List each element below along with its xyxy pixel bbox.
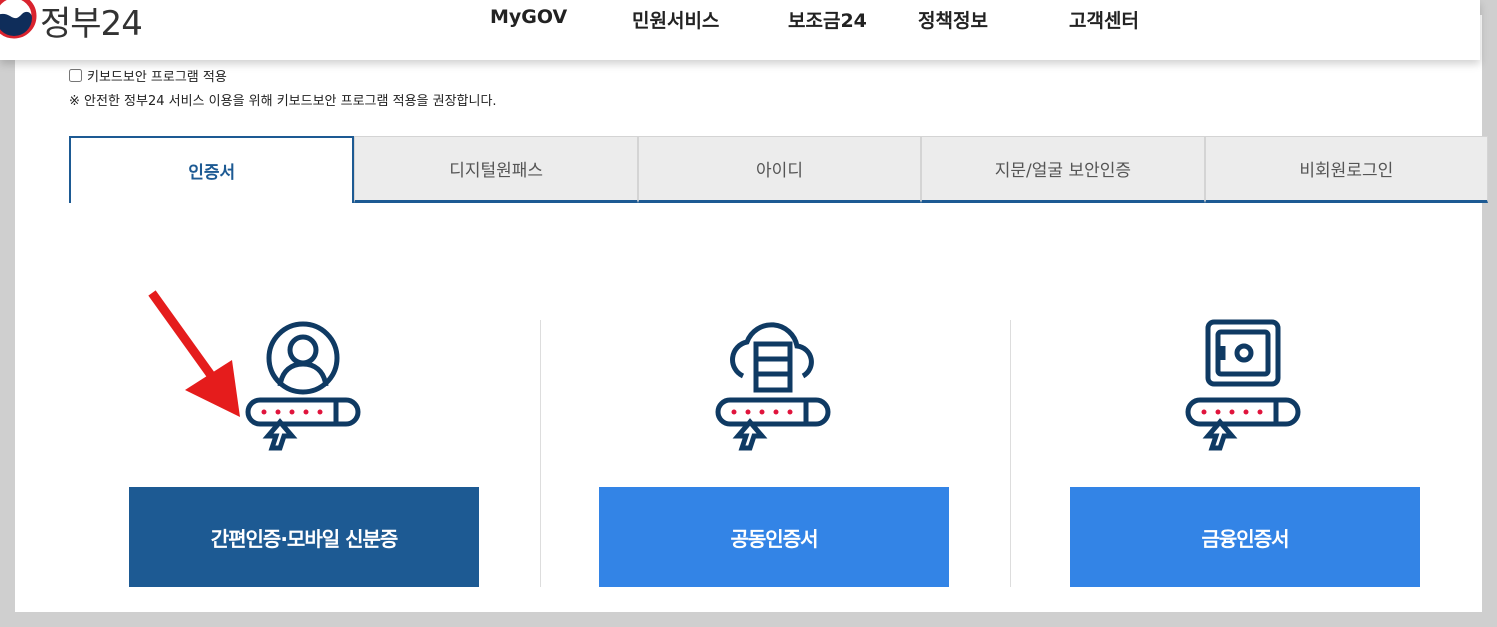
safe-password-icon bbox=[1185, 319, 1301, 451]
nav-civil-service[interactable]: 민원서비스 bbox=[632, 10, 720, 32]
simple-auth-mobile-id-button[interactable]: 간편인증·모바일 신분증 bbox=[129, 487, 479, 587]
nav-policy-info[interactable]: 정책정보 bbox=[918, 10, 988, 32]
nav-customer-center[interactable]: 고객센터 bbox=[1069, 10, 1139, 32]
tab-non-member[interactable]: 비회원로그인 bbox=[1204, 136, 1489, 203]
user-password-icon bbox=[245, 321, 361, 451]
login-method-tabs: 인증서 디지털원패스 아이디 지문/얼굴 보안인증 비회원로그인 bbox=[69, 136, 1489, 203]
keyboard-security-note: ※ 안전한 정부24 서비스 이용을 위해 키보드보안 프로그램 적용을 권장합… bbox=[69, 94, 497, 109]
site-header: 정부24 MyGOV 민원서비스 보조금24 정책정보 고객센터 bbox=[0, 0, 1480, 60]
nav-mygov[interactable]: MyGOV bbox=[490, 6, 568, 28]
tab-certificate[interactable]: 인증서 bbox=[69, 136, 355, 203]
tab-id[interactable]: 아이디 bbox=[637, 136, 922, 203]
government-emblem-icon bbox=[0, 0, 37, 39]
keyboard-security-checkbox[interactable] bbox=[69, 69, 82, 82]
column-divider bbox=[1010, 320, 1011, 587]
cloud-server-password-icon bbox=[715, 322, 831, 451]
financial-certificate-button[interactable]: 금융인증서 bbox=[1070, 487, 1420, 587]
tab-digital-onepass[interactable]: 디지털원패스 bbox=[354, 136, 638, 203]
logo-text[interactable]: 정부24 bbox=[40, 4, 143, 44]
joint-certificate-button[interactable]: 공동인증서 bbox=[599, 487, 949, 587]
annotation-arrow-icon bbox=[148, 290, 240, 417]
tab-biometric[interactable]: 지문/얼굴 보안인증 bbox=[921, 136, 1205, 203]
nav-subsidy24[interactable]: 보조금24 bbox=[788, 10, 867, 32]
keyboard-security-option[interactable]: 키보드보안 프로그램 적용 bbox=[69, 66, 227, 85]
keyboard-security-label: 키보드보안 프로그램 적용 bbox=[87, 70, 227, 85]
column-divider bbox=[540, 320, 541, 587]
